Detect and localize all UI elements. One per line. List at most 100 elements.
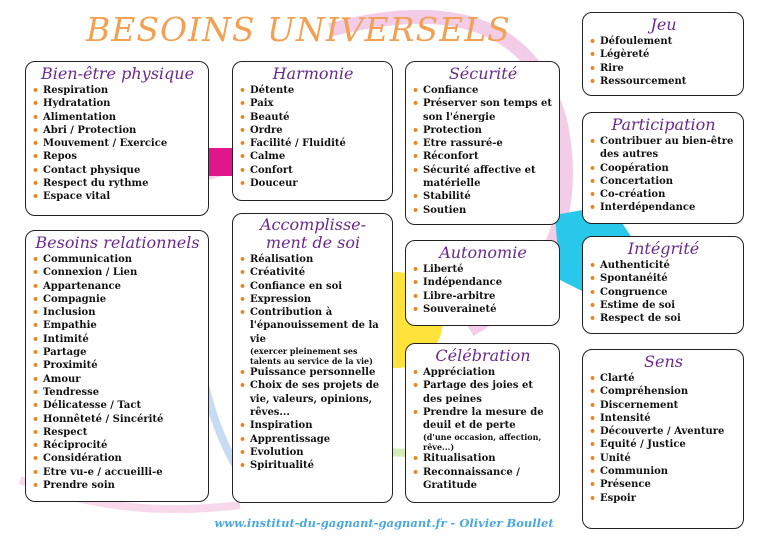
need-item: Authenticité	[589, 259, 738, 273]
need-item: Prendre soin	[32, 479, 203, 493]
small-note: (exercer pleinement ses talents au servi…	[250, 346, 373, 367]
card-heading: Sens	[644, 352, 683, 371]
need-item: Communication	[32, 253, 203, 267]
card-participation: Participation Contribuer au bien-être de…	[582, 112, 744, 224]
needs-list: RéalisationCréativitéConfiance en soiExp…	[239, 253, 387, 346]
needs-list: ClartéCompréhensionDiscernementIntensité…	[589, 372, 738, 505]
need-item: Contribution à l'épanouissement de la vi…	[239, 306, 387, 346]
need-item: Co-création	[589, 188, 738, 202]
card-heading-line1: Accomplisse-	[259, 215, 367, 234]
need-item: Rire	[589, 62, 738, 76]
need-item: Unité	[589, 452, 738, 466]
need-item: Sécurité affective et matérielle	[412, 164, 554, 191]
card-heading: Jeu	[650, 15, 677, 34]
need-item: Repos	[32, 150, 203, 164]
need-item: Etre rassuré-e	[412, 137, 554, 151]
card-heading-line2: ment de soi	[265, 233, 361, 252]
need-item: Choix de ses projets de vie, valeurs, op…	[239, 379, 387, 419]
needs-list-2: Puissance personnelleChoix de ses projet…	[239, 366, 387, 473]
card-sens: Sens ClartéCompréhensionDiscernementInte…	[582, 349, 744, 529]
card-heading: Harmonie	[272, 64, 354, 83]
need-item: Hydratation	[32, 97, 203, 111]
need-item: Appréciation	[412, 366, 554, 380]
need-item: Expression	[239, 293, 387, 307]
needs-list: LibertéIndépendanceLibre-arbitreSouverai…	[412, 263, 554, 316]
need-item: Découverte / Aventure	[589, 425, 738, 439]
card-heading: Accomplisse- ment de soi	[239, 216, 387, 252]
need-item: Empathie	[32, 319, 203, 333]
need-item: Réciprocité	[32, 439, 203, 453]
need-item: Réconfort	[412, 150, 554, 164]
need-item: Contact physique	[32, 164, 203, 178]
need-item: Considération	[32, 452, 203, 466]
need-item: Compagnie	[32, 293, 203, 307]
footer-website[interactable]: www.institut-du-gagnant-gagnant.fr - Oli…	[214, 516, 554, 530]
need-item: Confort	[239, 164, 387, 178]
need-item: Liberté	[412, 263, 554, 277]
need-item: Concertation	[589, 175, 738, 189]
needs-list: ConfiancePréserver son temps et son l'én…	[412, 84, 554, 217]
need-item: Libre-arbitre	[412, 290, 554, 304]
need-item: Calme	[239, 150, 387, 164]
need-item: Tendresse	[32, 386, 203, 400]
need-item: Discernement	[589, 399, 738, 413]
need-item: Ordre	[239, 124, 387, 138]
card-heading: Bien-être physique	[40, 64, 195, 83]
need-item: Paix	[239, 97, 387, 111]
need-item: Abri / Protection	[32, 124, 203, 138]
need-item: Evolution	[239, 446, 387, 460]
need-item: Clarté	[589, 372, 738, 386]
needs-list: Contribuer au bien-être des autresCoopér…	[589, 135, 738, 215]
need-item: Alimentation	[32, 111, 203, 125]
need-item: Communion	[589, 465, 738, 479]
need-item: Beauté	[239, 111, 387, 125]
card-bien-etre-physique: Bien-être physique RespirationHydratatio…	[25, 61, 209, 216]
need-item: Equité / Justice	[589, 438, 738, 452]
need-item: Légèreté	[589, 48, 738, 62]
need-item: Inspiration	[239, 419, 387, 433]
need-item: Estime de soi	[589, 299, 738, 313]
need-item: Ritualisation	[412, 452, 554, 466]
card-celebration: Célébration AppréciationPartage des joie…	[405, 343, 560, 503]
needs-list: AppréciationPartage des joies et des pei…	[412, 366, 554, 432]
card-heading: Intégrité	[627, 239, 700, 258]
need-item: Inclusion	[32, 306, 203, 320]
need-item: Prendre la mesure de deuil et de perte	[412, 406, 554, 433]
small-note: (d'une occasion, affection, rêve...)	[423, 432, 542, 453]
need-item: Défoulement	[589, 35, 738, 49]
need-item: Délicatesse / Tact	[32, 399, 203, 413]
need-item: Douceur	[239, 177, 387, 191]
need-item: Spontanéité	[589, 272, 738, 286]
card-heading: Autonomie	[439, 243, 527, 262]
need-item: Détente	[239, 84, 387, 98]
card-integrite: Intégrité AuthenticitéSpontanéitéCongrue…	[582, 236, 744, 334]
need-item: Apprentissage	[239, 433, 387, 447]
needs-list: CommunicationConnexion / LienAppartenanc…	[32, 253, 203, 493]
need-item: Réalisation	[239, 253, 387, 267]
need-item: Présence	[589, 478, 738, 492]
need-item: Indépendance	[412, 276, 554, 290]
needs-list-2: RitualisationReconnaissance / Gratitude	[412, 452, 554, 492]
need-item: Partage des joies et des peines	[412, 379, 554, 406]
need-item: Espace vital	[32, 190, 203, 204]
need-item: Proximité	[32, 359, 203, 373]
needs-list: DéfoulementLégèretéRireRessourcement	[589, 35, 738, 88]
need-item: Honnêteté / Sincérité	[32, 413, 203, 427]
need-item: Confiance en soi	[239, 280, 387, 294]
need-item: Contribuer au bien-être des autres	[589, 135, 738, 162]
need-item: Etre vu-e / accueilli-e	[32, 466, 203, 480]
needs-list: AuthenticitéSpontanéitéCongruenceEstime …	[589, 259, 738, 326]
need-item: Créativité	[239, 266, 387, 280]
need-item: Connexion / Lien	[32, 266, 203, 280]
card-autonomie: Autonomie LibertéIndépendanceLibre-arbit…	[405, 240, 560, 326]
need-item: Protection	[412, 124, 554, 138]
need-item: Ressourcement	[589, 75, 738, 89]
card-heading: Besoins relationnels	[35, 233, 200, 252]
card-besoins-relationnels: Besoins relationnels CommunicationConnex…	[25, 230, 209, 502]
card-securite: Sécurité ConfiancePréserver son temps et…	[405, 61, 560, 225]
card-jeu: Jeu DéfoulementLégèretéRireRessourcement	[582, 12, 744, 96]
needs-list: DétentePaixBeautéOrdreFacilité / Fluidit…	[239, 84, 387, 191]
need-item: Mouvement / Exercice	[32, 137, 203, 151]
need-item: Coopération	[589, 162, 738, 176]
need-item: Souveraineté	[412, 303, 554, 317]
